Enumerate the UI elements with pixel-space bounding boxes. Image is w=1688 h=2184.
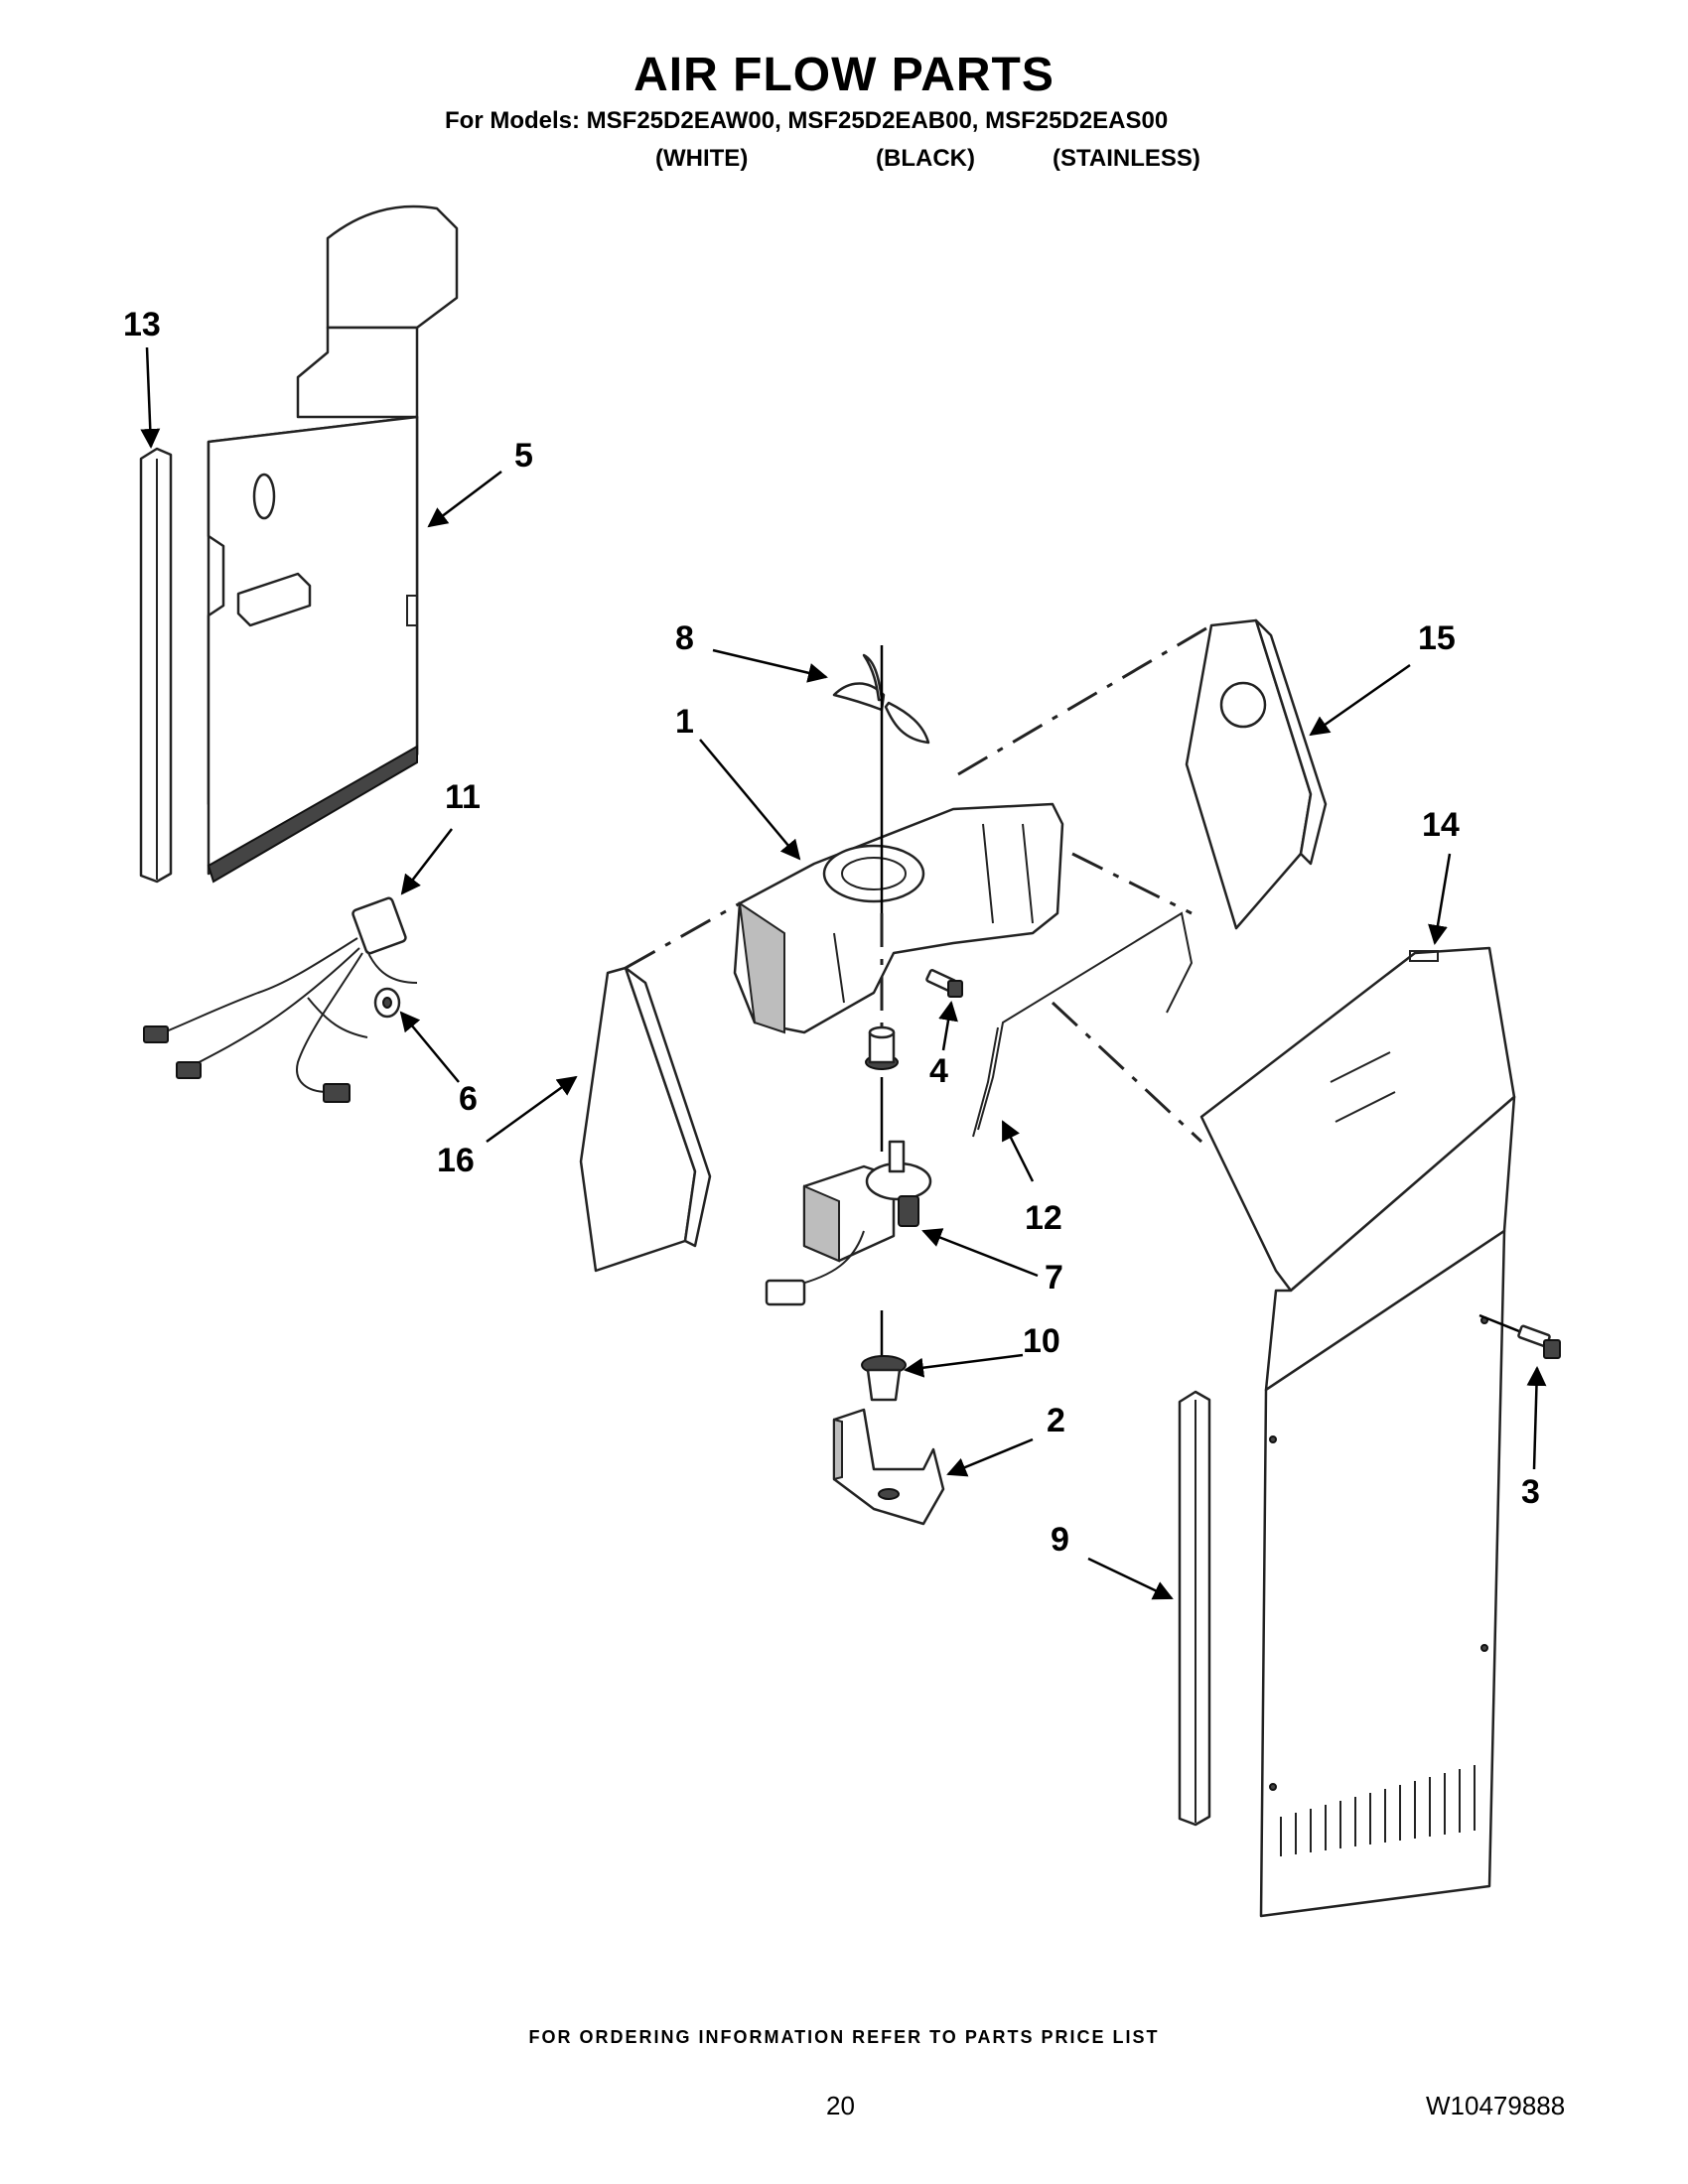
finish-white: (WHITE) — [655, 145, 749, 172]
leader-16 — [486, 1075, 578, 1144]
callout-3: 3 — [1521, 1473, 1540, 1511]
page-number: 20 — [826, 2091, 855, 2120]
leader-6 — [399, 1011, 460, 1083]
part-1-fan-housing — [733, 802, 1064, 1034]
part-8-fan-blade — [832, 645, 930, 1052]
callout-1: 1 — [675, 703, 694, 741]
callout-4: 4 — [929, 1052, 948, 1090]
part-13-strip — [139, 447, 173, 884]
document-number: W10479888 — [1426, 2091, 1566, 2120]
callout-11: 11 — [445, 778, 481, 816]
part-14-evaporator-cover — [1199, 946, 1516, 1918]
finish-black: (BLACK) — [876, 145, 975, 172]
leader-9 — [1087, 1557, 1174, 1600]
callout-6: 6 — [459, 1080, 478, 1118]
part-5-duct-panel — [207, 205, 459, 884]
page-title: AIR FLOW PARTS — [633, 49, 1055, 101]
leader-3 — [1526, 1366, 1547, 1470]
callout-2: 2 — [1047, 1402, 1065, 1439]
models-line: For Models: MSF25D2EAW00, MSF25D2EAB00, … — [445, 107, 1169, 134]
finish-stainless: (STAINLESS) — [1053, 145, 1200, 172]
callout-15: 15 — [1418, 619, 1456, 657]
leader-8 — [712, 648, 828, 683]
leader-12 — [1001, 1120, 1035, 1182]
callout-5: 5 — [514, 437, 533, 475]
leader-2 — [946, 1437, 1034, 1477]
callout-10: 10 — [1023, 1322, 1060, 1360]
leader-7 — [921, 1228, 1039, 1278]
ordering-note: FOR ORDERING INFORMATION REFER TO PARTS … — [528, 2027, 1160, 2047]
callout-9: 9 — [1051, 1521, 1069, 1559]
part-10-grommet — [861, 1310, 907, 1402]
part-16-left-deflector — [579, 901, 741, 1273]
part-11-wire-harness — [143, 896, 418, 1103]
leader-15 — [1309, 663, 1411, 737]
vent-slots — [1280, 1765, 1476, 1856]
part-7-fan-motor — [765, 1140, 932, 1306]
part-4-screw — [925, 969, 963, 998]
motor-grommet-top — [865, 1025, 899, 1152]
callout-7: 7 — [1045, 1259, 1063, 1297]
leader-1 — [699, 739, 801, 861]
part-6-grommet — [373, 987, 401, 1019]
callout-13: 13 — [123, 306, 161, 343]
part-9-strip — [1178, 1390, 1211, 1827]
part-15-right-deflector — [1185, 618, 1328, 930]
leader-4 — [938, 1001, 958, 1051]
part-3-screw — [1478, 1313, 1561, 1359]
leader-14 — [1428, 853, 1452, 945]
leader-5 — [427, 471, 502, 528]
leader-11 — [400, 828, 453, 895]
callout-8: 8 — [675, 619, 694, 657]
callout-12: 12 — [1025, 1199, 1062, 1237]
callout-14: 14 — [1422, 806, 1460, 844]
callout-16: 16 — [437, 1142, 475, 1179]
part-12-wire-frame — [972, 911, 1194, 1138]
leader-13 — [140, 346, 161, 449]
leader-10 — [904, 1353, 1024, 1378]
part-2-motor-bracket — [832, 1408, 945, 1526]
